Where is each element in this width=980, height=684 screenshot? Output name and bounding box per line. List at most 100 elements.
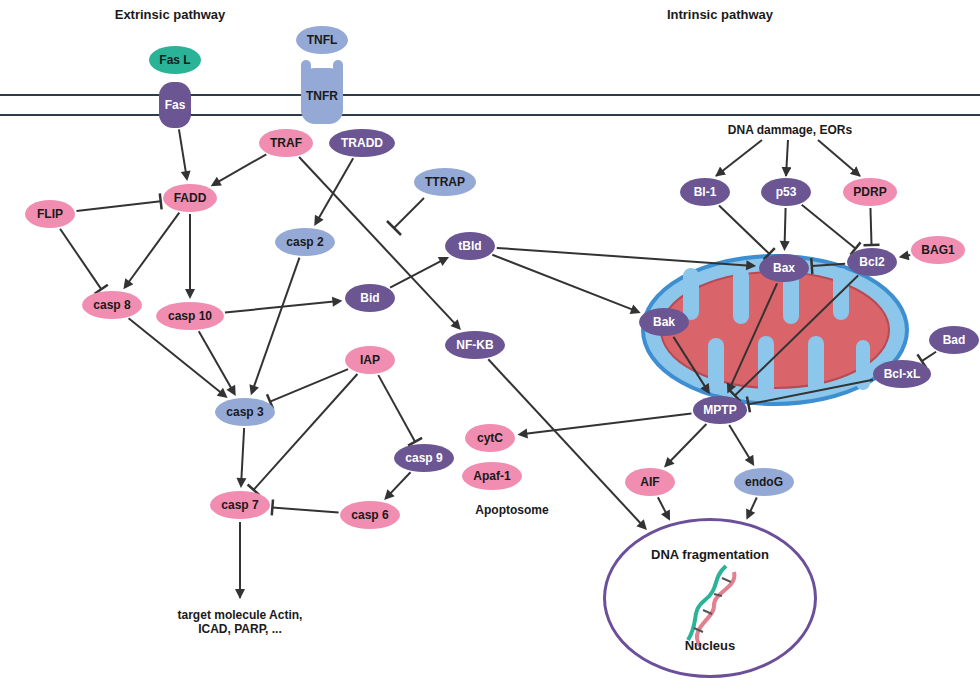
inhibition-connector (254, 374, 358, 490)
activation-arrow (784, 208, 787, 245)
activation-arrow (216, 154, 266, 183)
node-text: casp 9 (405, 451, 442, 465)
dna-rung (694, 628, 703, 632)
arrowhead (123, 278, 133, 289)
inhibition-connector (802, 205, 856, 249)
protein-ellipse: casp 8 (82, 291, 142, 319)
node-text: casp 8 (93, 298, 130, 312)
protein-ellipse: casp 10 (156, 302, 224, 330)
activation-arrow (390, 260, 444, 288)
activation-arrow (189, 214, 191, 293)
stress-arrows (716, 140, 860, 176)
protein-ellipse: TRAF (259, 129, 312, 157)
arrowhead (700, 383, 710, 394)
dna-rung (714, 594, 722, 596)
node-text: TNFR (306, 89, 338, 103)
node-text: endoG (745, 475, 783, 489)
arrowhead (745, 455, 754, 466)
dna-helix (688, 566, 734, 646)
protein-ellipse: tBld (445, 232, 495, 260)
node-text: Bak (653, 315, 675, 329)
protein-ellipse: casp 9 (394, 444, 454, 472)
nucleus-ellipse: DNA fragmentationNucleus (603, 518, 817, 678)
protein-ellipse: casp 6 (340, 501, 400, 529)
node-text: Nucleus (685, 638, 736, 653)
inhibition-connector (922, 352, 936, 361)
node-text: casp 3 (226, 405, 263, 419)
arrowhead (226, 385, 235, 396)
activation-arrow (668, 424, 706, 463)
node-text: Fas L (159, 53, 190, 67)
arrowhead (181, 170, 191, 181)
protein-ellipse: cytC (465, 424, 515, 452)
inhibition-bar (160, 193, 162, 209)
protein-ellipse: casp 2 (275, 228, 335, 256)
annotation-label: DNA dammage, EORs (728, 123, 852, 137)
protein-ellipse: Bcl-xL (873, 360, 932, 388)
protein-ellipse: AIF (625, 468, 675, 496)
activation-arrow (492, 255, 635, 311)
membrane-line (0, 114, 980, 116)
arrow-line (716, 140, 762, 176)
node-text: BAG1 (921, 243, 954, 257)
arrow-line (239, 522, 241, 598)
activation-arrow (497, 248, 750, 266)
activation-arrow (127, 213, 179, 285)
arrowhead (517, 428, 528, 438)
arrowhead (185, 289, 195, 299)
protein-ellipse: Bcl2 (847, 248, 897, 276)
arrow-line (818, 140, 860, 176)
arrow-line (786, 140, 788, 176)
inhibition-connector (748, 380, 872, 405)
protein-ellipse: MPTP (693, 396, 748, 424)
node-text: TTRAP (425, 175, 465, 189)
dna-rung (703, 610, 712, 614)
section-title: Intrinsic pathway (667, 7, 773, 22)
protein-ellipse: TNFL (296, 26, 347, 54)
node-text: casp 7 (221, 498, 258, 512)
protein-ellipse: Bl-1 (680, 178, 730, 206)
protein-ellipse: Bid (345, 284, 395, 312)
node-text: Bcl-xL (884, 367, 921, 381)
node-text: Bcl2 (859, 255, 884, 269)
protein-ellipse: Bad (929, 326, 979, 354)
activation-arrow (729, 425, 751, 461)
activation-arrow (673, 337, 706, 389)
node-text: p53 (776, 185, 797, 199)
protein-ellipse: BAG1 (911, 236, 966, 264)
section-title: Extrinsic pathway (115, 7, 226, 22)
activation-arrow (253, 258, 300, 390)
protein-ellipse: p53 (761, 178, 811, 206)
crista (833, 268, 849, 320)
inhibition-bar (272, 500, 273, 516)
arrowhead (236, 478, 246, 488)
arrowhead (899, 250, 910, 260)
arrowhead (438, 257, 449, 266)
node-text: NF-KB (456, 338, 493, 352)
protein-ellipse: Apaf-1 (462, 462, 522, 490)
protein-ellipse: casp 3 (215, 398, 275, 426)
protein-ellipse: casp 7 (210, 491, 270, 519)
annotation-label: Apoptosome (475, 503, 548, 517)
arrowhead (217, 388, 228, 398)
membrane-line (0, 94, 980, 96)
activation-arrow (179, 129, 186, 175)
protein-ellipse: endoG (734, 468, 794, 496)
node-text: Fas (165, 98, 186, 112)
inhibition-connector (719, 205, 769, 253)
node-text: tBld (458, 239, 481, 253)
node-text: Bl-1 (694, 185, 717, 199)
protein-ellipse: NF-KB (445, 331, 505, 359)
crista (708, 338, 724, 394)
arrowhead (661, 510, 670, 521)
arrowhead (249, 384, 258, 395)
activation-arrow (199, 331, 233, 390)
protein-ellipse: Fas L (149, 46, 201, 74)
node-text: AIF (640, 475, 659, 489)
annotation-label: target molecule Actin, ICAD, PARP, ... (165, 608, 315, 636)
node-text: DNA fragmentation (651, 547, 769, 562)
arrowhead (450, 319, 460, 330)
arrowhead (630, 305, 641, 314)
arrowhead (314, 215, 323, 226)
protein-ellipse: Fas (159, 82, 191, 128)
